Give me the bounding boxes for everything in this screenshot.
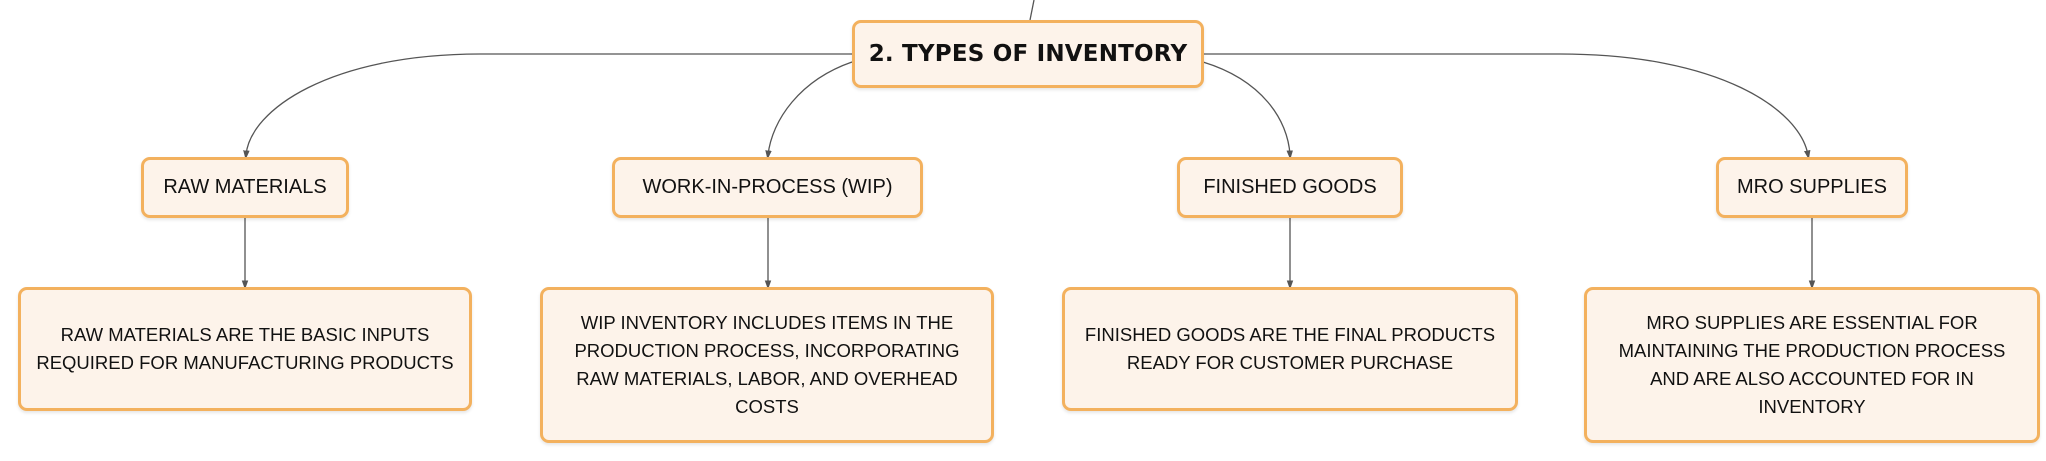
- description-node-raw-materials[interactable]: RAW MATERIALS ARE THE BASIC INPUTS REQUI…: [18, 287, 472, 411]
- connector-root-to-mro-supplies: [1203, 53, 1811, 160]
- connector-root-to-wip: [765, 61, 853, 160]
- description-node-work-in-process[interactable]: WIP INVENTORY INCLUDES ITEMS IN THE PROD…: [540, 287, 994, 443]
- connector-parent-to-root: [1029, 0, 1035, 21]
- description-text: WIP INVENTORY INCLUDES ITEMS IN THE PROD…: [574, 312, 960, 417]
- category-label: RAW MATERIALS: [163, 176, 327, 198]
- category-node-work-in-process[interactable]: WORK-IN-PROCESS (WIP): [612, 157, 923, 218]
- description-text: MRO SUPPLIES ARE ESSENTIAL FOR MAINTAINI…: [1618, 312, 2006, 417]
- category-label: MRO SUPPLIES: [1736, 176, 1888, 198]
- description-node-finished-goods[interactable]: FINISHED GOODS ARE THE FINAL PRODUCTS RE…: [1062, 287, 1518, 411]
- description-text: RAW MATERIALS ARE THE BASIC INPUTS REQUI…: [36, 324, 454, 373]
- category-label: WORK-IN-PROCESS (WIP): [642, 176, 893, 198]
- category-node-raw-materials[interactable]: RAW MATERIALS: [141, 157, 349, 218]
- root-node-label: 2. TYPES OF INVENTORY: [868, 41, 1188, 67]
- description-text: FINISHED GOODS ARE THE FINAL PRODUCTS RE…: [1084, 324, 1496, 373]
- connector-root-to-raw-materials: [243, 53, 852, 160]
- category-node-finished-goods[interactable]: FINISHED GOODS: [1177, 157, 1403, 218]
- category-label: FINISHED GOODS: [1203, 176, 1377, 198]
- description-node-mro-supplies[interactable]: MRO SUPPLIES ARE ESSENTIAL FOR MAINTAINI…: [1584, 287, 2040, 443]
- root-node-types-of-inventory[interactable]: 2. TYPES OF INVENTORY: [852, 20, 1204, 88]
- connector-root-to-finished-goods: [1202, 61, 1293, 160]
- category-node-mro-supplies[interactable]: MRO SUPPLIES: [1716, 157, 1908, 218]
